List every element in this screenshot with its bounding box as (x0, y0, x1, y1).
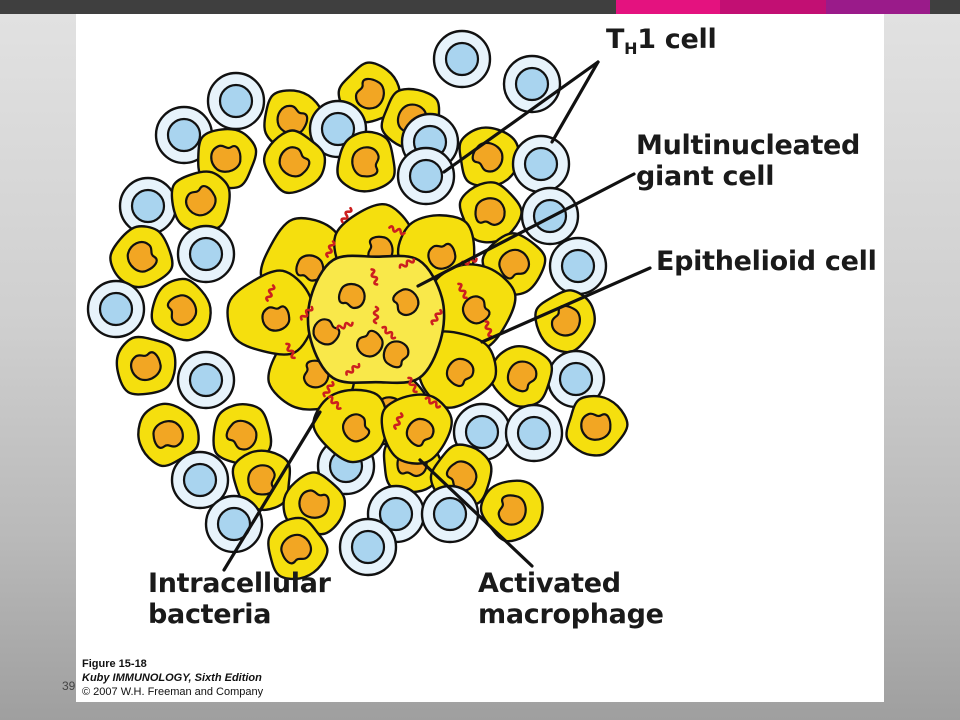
top-bar-segment-magenta (720, 0, 826, 14)
caption-figure-number: Figure 15-18 (82, 658, 147, 670)
macrophage-nucleus-18 (185, 185, 217, 217)
figure-caption: Figure 15-18 Kuby IMMUNOLOGY, Sixth Edit… (82, 657, 263, 699)
intracellular-bacterium-17 (381, 325, 397, 340)
caption-copyright: © 2007 W.H. Freeman and Company (82, 686, 264, 698)
intracellular-bacterium-15 (372, 305, 380, 325)
top-bar-segment-end (930, 0, 960, 14)
th1-lymphocyte-nucleus-3 (218, 83, 254, 119)
th1-lymphocyte-nucleus-27 (188, 362, 224, 398)
epithelioid-nucleus-7 (261, 305, 291, 332)
giant-cell-nucleus-3 (312, 318, 341, 346)
intracellular-bacterium-1 (325, 240, 336, 258)
macrophage-nucleus-30 (152, 420, 184, 449)
macrophage-nucleus-12 (278, 146, 311, 178)
label-activated-macrophage: Activated macrophage (478, 568, 664, 630)
giant-cell-nucleus-0 (337, 282, 366, 310)
leader-line-intracellular-bacteria (222, 410, 322, 572)
leader-line-th1-cell-b (550, 60, 600, 144)
leader-line-th1-cell-a (442, 60, 600, 174)
th1-lymphocyte-nucleus-21 (188, 236, 224, 272)
macrophage-nucleus-34 (580, 412, 612, 441)
intracellular-bacterium-9 (484, 320, 493, 338)
intracellular-bacterium-2 (388, 225, 406, 236)
intracellular-bacterium-10 (345, 362, 361, 376)
intracellular-bacterium-6 (370, 268, 379, 286)
intracellular-bacterium-8 (457, 282, 468, 300)
intracellular-bacterium-5 (299, 305, 314, 321)
th1-lymphocyte-nucleus-44 (432, 496, 468, 532)
epithelioid-nucleus-9 (405, 417, 435, 448)
granuloma-diagram (86, 29, 652, 581)
intracellular-bacterium-20 (327, 395, 342, 411)
macrophage-nucleus-42 (298, 489, 330, 519)
epithelioid-nucleus-0 (295, 254, 325, 282)
intracellular-bacterium-4 (265, 284, 276, 302)
slide-number: 39 (62, 679, 76, 693)
th1-lymphocyte-nucleus-28 (558, 361, 594, 397)
label-multinucleated-giant-cell: Multinucleated giant cell (636, 130, 861, 192)
th1-lymphocyte-nucleus-19 (560, 248, 596, 284)
macrophage-nucleus-22 (498, 248, 530, 280)
macrophage-nucleus-24 (166, 294, 198, 326)
label-epithelioid-cell: Epithelioid cell (656, 246, 877, 277)
th1-lymphocyte-nucleus-1 (514, 66, 550, 102)
macrophage-nucleus-13 (351, 146, 380, 178)
giant-cell-nucleus-1 (392, 288, 420, 316)
label-intracellular-bacteria: Intracellular bacteria (148, 568, 331, 630)
epithelioid-nucleus-4 (445, 357, 475, 388)
th1-lymphocyte-nucleus-46 (350, 529, 386, 565)
label-th1-cell: TH1 cell (606, 24, 717, 58)
th1-lymphocyte-nucleus-43 (378, 496, 414, 532)
th1-lymphocyte-nucleus-41 (216, 506, 252, 542)
macrophage-nucleus-40 (497, 494, 527, 526)
th1-lymphocyte-nucleus-9 (523, 146, 559, 182)
intracellular-bacterium-3 (398, 258, 416, 269)
intracellular-bacterium-11 (407, 376, 418, 394)
leader-line-epithelioid-cell (480, 266, 652, 344)
macrophage-nucleus-31 (225, 419, 258, 451)
top-bar-segment-pink (616, 0, 720, 14)
th1-lymphocyte-nucleus-33 (516, 415, 552, 451)
leader-line-activated-macrophage (418, 458, 534, 568)
macrophage-nucleus-20 (126, 241, 158, 273)
th1-lymphocyte-nucleus-32 (464, 414, 500, 450)
intracellular-bacterium-14 (322, 380, 335, 398)
intracellular-bacterium-0 (340, 206, 353, 224)
macrophage-nucleus-2 (354, 77, 385, 110)
macrophage-nucleus-26 (130, 351, 162, 382)
epithelioid-nucleus-2 (427, 242, 457, 270)
epithelioid-nucleus-3 (461, 295, 491, 325)
th1-lymphocyte-nucleus-23 (98, 291, 134, 327)
macrophage-nucleus-8 (471, 141, 504, 173)
epithelioid-nucleus-8 (342, 413, 371, 443)
th1-lymphocyte-nucleus-35 (182, 462, 218, 498)
leader-line-multinucleated-giant-cell (416, 172, 636, 288)
th1-lymphocyte-nucleus-0 (444, 41, 480, 77)
top-color-bar (0, 0, 960, 14)
top-bar-segment-purple (826, 0, 930, 14)
macrophage-nucleus-29 (506, 360, 538, 393)
caption-book-title: Kuby IMMUNOLOGY, Sixth Edition (82, 672, 262, 684)
macrophage-nucleus-15 (474, 197, 506, 227)
th1-lymphocyte-nucleus-10 (166, 117, 202, 153)
intracellular-bacterium-16 (336, 321, 354, 330)
th1-lymphocyte-nucleus-5 (320, 111, 356, 147)
macrophage-nucleus-11 (210, 144, 242, 173)
intracellular-bacterium-7 (430, 308, 443, 326)
th1-lymphocyte-nucleus-17 (130, 188, 166, 224)
giant-cell-nucleus-2 (356, 329, 384, 358)
giant-cell-nucleus-4 (382, 340, 410, 369)
intracellular-bacterium-13 (393, 412, 404, 430)
th1-lymphocyte-nucleus-14 (408, 158, 444, 194)
intracellular-bacterium-12 (424, 396, 442, 409)
granuloma-figure: TH1 cell Multinucleated giant cell Epith… (76, 14, 884, 702)
top-bar-segment-gray (0, 0, 616, 14)
macrophage-nucleus-45 (280, 533, 312, 565)
intracellular-bacterium-19 (285, 342, 296, 360)
